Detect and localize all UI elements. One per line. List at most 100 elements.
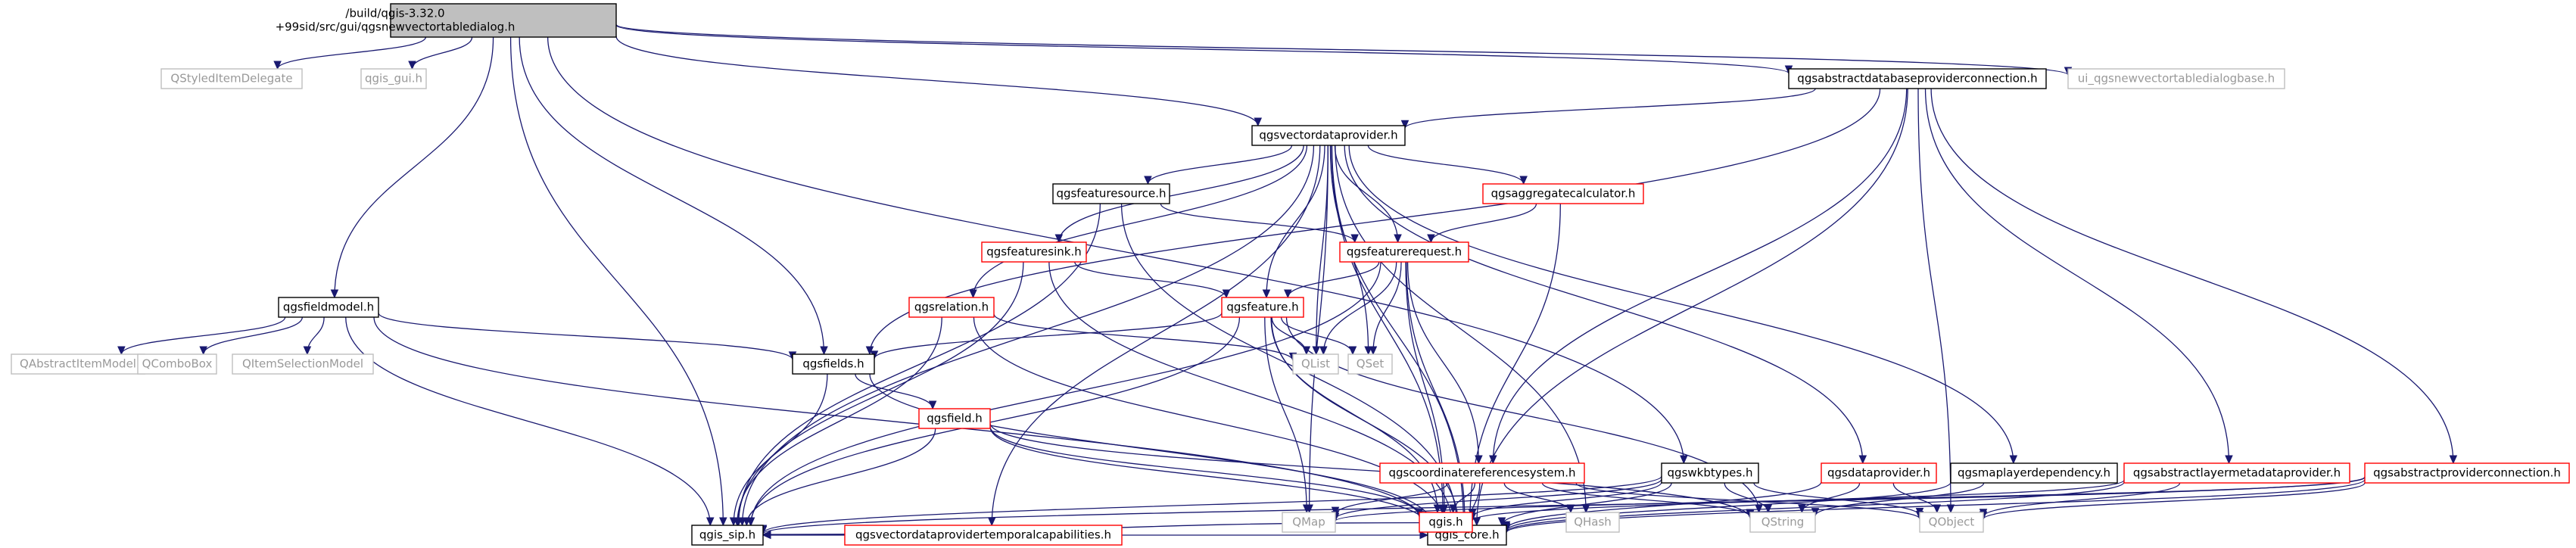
- edge-qgsaggregatecalculator-to-qgsfeaturerequest: [1427, 203, 1537, 244]
- node-box: [1661, 462, 1759, 484]
- edge-qgsfeaturerequest-to-qgsfeature: [1284, 261, 1380, 299]
- arrowhead: [199, 346, 207, 356]
- edge-root-to-qgis_sip: [509, 36, 727, 527]
- node-qgsvectordataprovider-h[interactable]: qgsvectordataprovider.h: [1251, 125, 1406, 146]
- node-qobject: QObject: [1919, 512, 1984, 533]
- edge-qgsabstractdbpc-to-qgsabstractpc: [1930, 88, 2458, 465]
- node-label: QSet: [1357, 357, 1385, 371]
- edge-qgswkbtypes-to-qstring: [1724, 482, 1773, 514]
- node-qgsdataprovider-h[interactable]: qgsdataprovider.h: [1821, 462, 1937, 484]
- node-qgis-h[interactable]: qgis.h: [1419, 512, 1473, 533]
- arrowhead: [1449, 504, 1457, 514]
- node-qgsfield-h[interactable]: qgsfield.h: [918, 408, 991, 429]
- node-qgis-gui-h: qgis_gui.h: [360, 68, 427, 89]
- edge-qgsvdptemporal-to-qgis_core: [1122, 531, 1429, 540]
- arrowhead: [1519, 176, 1528, 185]
- node-qgsabstractdatabaseproviderconnection-h[interactable]: qgsabstractdatabaseproviderconnection.h: [1788, 68, 2047, 89]
- node-qgswkbtypes-h[interactable]: qgswkbtypes.h: [1661, 462, 1759, 484]
- node-box: [1919, 512, 1984, 533]
- edge-qgsvectordataprovider-to-qgsaggregatecalculator: [1367, 145, 1528, 185]
- node-label: QComboBox: [142, 357, 213, 371]
- edge-qgsvectordataprovider-to-qgis_h: [1331, 145, 1447, 514]
- node-qgsabstractproviderconnection-h[interactable]: qgsabstractproviderconnection.h: [2364, 462, 2570, 484]
- node-qgsfeaturerequest-h[interactable]: qgsfeaturerequest.h: [1339, 241, 1469, 263]
- arrowhead: [1858, 455, 1867, 465]
- node-qgsvectordataprovidertemporalcapabilities-h[interactable]: qgsvectordataprovidertemporalcapabilitie…: [844, 525, 1123, 546]
- edge-qgsfieldmodel-to-qitemselectionmodel: [303, 316, 325, 356]
- edge-root-to-qgswkbtypes: [547, 36, 1688, 465]
- node-box: [11, 353, 145, 375]
- arrowhead: [719, 517, 727, 527]
- arrowhead: [865, 346, 874, 356]
- node-box: [1282, 512, 1336, 533]
- arrowhead: [1440, 504, 1449, 514]
- node-qgsabstractlayermetadataprovider-h[interactable]: qgsabstractlayermetadataprovider.h: [2123, 462, 2350, 484]
- node-label: qgsaggregatecalculator.h: [1491, 187, 1636, 201]
- node-qstyleditemdelegate: QStyledItemDelegate: [160, 68, 303, 89]
- edge-qgsabstractdbpc-to-qgscrs: [1489, 88, 1908, 465]
- node-qgsfeature-h[interactable]: qgsfeature.h: [1221, 297, 1304, 318]
- node-qgsfields-h[interactable]: qgsfields.h: [792, 353, 875, 375]
- edge-qgsvectordataprovider-to-qgsfeaturerequest: [1334, 145, 1402, 244]
- edge-qgsfields-to-qgsfield: [855, 373, 937, 410]
- edge-qgscrs-to-qgis_h: [1449, 482, 1476, 514]
- node-box: [390, 3, 617, 38]
- node-qgis-sip-h[interactable]: qgis_sip.h: [691, 525, 764, 546]
- node-box: [1251, 125, 1406, 146]
- node-label: QItemSelectionModel: [242, 357, 363, 371]
- node-label: qgsdataprovider.h: [1827, 466, 1930, 480]
- edge-qgswkbtypes-to-qgis_sip: [758, 475, 1662, 534]
- edge-layer: [117, 23, 2458, 540]
- node-qgsfeaturesink-h[interactable]: qgsfeaturesink.h: [981, 241, 1087, 263]
- edge-qgsfeaturerequest-to-qlist: [1319, 261, 1397, 356]
- node-box: [691, 525, 764, 546]
- arrowhead: [1798, 504, 1806, 514]
- edge-qgsvectordataprovider-to-qgsfeature: [1262, 145, 1325, 299]
- node-label: qgsvectordataprovider.h: [1259, 129, 1397, 142]
- node-box: [1347, 353, 1393, 375]
- arrowhead: [1680, 455, 1688, 465]
- arrowhead: [1364, 346, 1372, 356]
- edge-qgsvectordataprovider-to-qgsdataprovider: [1344, 145, 1867, 465]
- arrowhead: [1350, 234, 1359, 244]
- node-label: QList: [1301, 357, 1330, 371]
- arrowhead: [1933, 504, 1942, 514]
- edge-qgsfeaturerequest-to-qgis_core: [1406, 261, 1469, 527]
- edge-qgsvdptemporal-to-qgis_sip: [762, 531, 845, 540]
- arrowhead: [330, 289, 339, 299]
- node-qgsmaplayerdependency-h[interactable]: qgsmaplayerdependency.h: [1950, 462, 2118, 484]
- node-qabstractitemmodel: QAbstractItemModel: [11, 353, 145, 375]
- node-box: [2067, 68, 2285, 89]
- node-qgsfieldmodel-h[interactable]: qgsfieldmodel.h: [278, 297, 379, 318]
- node-qset: QSet: [1347, 353, 1393, 375]
- node-label: qgsvectordataprovidertemporalcapabilitie…: [855, 528, 1111, 542]
- edge-qgsfields-to-qgis_core: [869, 373, 1437, 527]
- node-build-qgis-3-32-0-99sid-src-gui-qgsnewvectortabledialog-h[interactable]: /build/qgis-3.32.0+99sid/src/gui/qgsnewv…: [276, 3, 617, 38]
- edge-qgsfieldmodel-to-qgsfields: [378, 313, 797, 361]
- node-qgsrelation-h[interactable]: qgsrelation.h: [908, 297, 995, 318]
- node-label: QHash: [1574, 515, 1612, 529]
- node-ui-qgsnewvectortabledialogbase-h: ui_qgsnewvectortabledialogbase.h: [2067, 68, 2285, 89]
- edge-qgsvectordataprovider-to-qgis_sip: [738, 145, 1315, 527]
- node-qgscoordinatereferencesystem-h[interactable]: qgscoordinatereferencesystem.h: [1379, 462, 1585, 484]
- node-qstring: QString: [1749, 512, 1816, 533]
- node-qitemselectionmodel: QItemSelectionModel: [232, 353, 374, 375]
- node-label: qgsfeature.h: [1226, 300, 1298, 314]
- edge-qgsfield-to-qgis_core: [989, 426, 1432, 528]
- arrowhead: [1400, 120, 1409, 129]
- node-qgsfeaturesource-h[interactable]: qgsfeaturesource.h: [1052, 183, 1170, 204]
- node-label: qgsabstractlayermetadataprovider.h: [2133, 466, 2341, 480]
- arrowhead: [969, 289, 977, 299]
- node-qgsaggregatecalculator-h[interactable]: qgsaggregatecalculator.h: [1482, 183, 1644, 204]
- arrowhead: [1254, 117, 1263, 127]
- arrowhead: [1369, 346, 1378, 356]
- node-label: QObject: [1929, 515, 1975, 529]
- node-label: qgsfeaturesink.h: [986, 245, 1081, 259]
- edge-root-to-qgsfields: [519, 36, 828, 356]
- arrowhead: [1302, 504, 1311, 514]
- arrowhead: [987, 517, 996, 527]
- edge-qgsabstractdbpc-to-qgsvectordataprovider: [1400, 88, 1816, 129]
- edge-qgsfield-to-qgis_h: [989, 425, 1424, 518]
- node-box: [2364, 462, 2570, 484]
- node-label: qgscoordinatereferencesystem.h: [1389, 466, 1576, 480]
